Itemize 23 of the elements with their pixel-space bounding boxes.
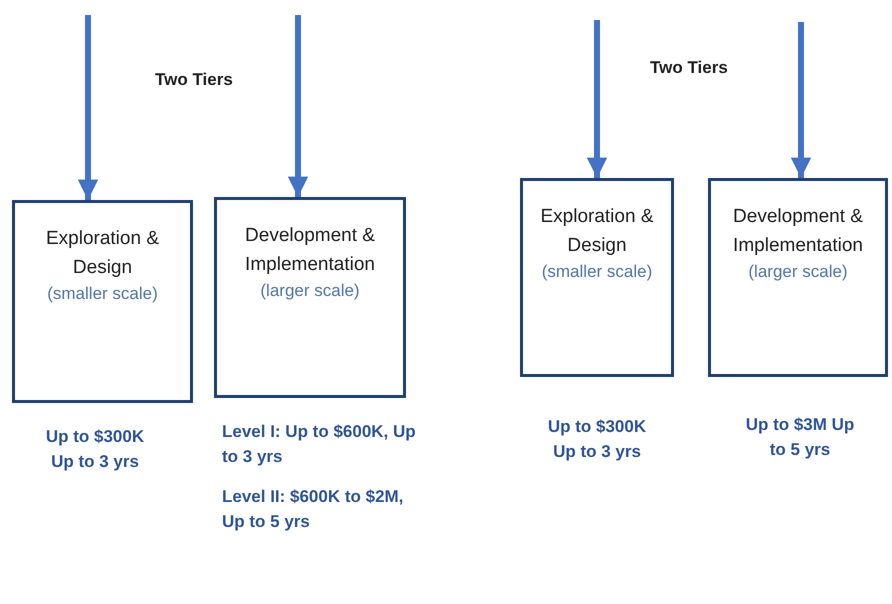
- funding-note: Up to $300K Up to 3 yrs: [44, 426, 146, 473]
- scale-note: (larger scale): [260, 281, 360, 301]
- process-box: [708, 178, 888, 377]
- process-box: [12, 200, 193, 403]
- arrow: [790, 22, 812, 178]
- funding-note: Up to $300K Up to 3 yrs: [546, 416, 648, 463]
- funding-note: Up to $3M Up to 5 yrs: [744, 414, 856, 461]
- arrow: [586, 20, 608, 178]
- funding-note: Level I: Up to $600K, Up to 3 yrs: [222, 421, 417, 468]
- scale-note: (smaller scale): [542, 262, 652, 282]
- tier-label: Two Tiers: [650, 58, 728, 78]
- scale-note: (larger scale): [748, 262, 848, 282]
- process-box: [214, 197, 406, 398]
- box-title: Exploration & Design: [539, 205, 654, 258]
- tier-label: Two Tiers: [155, 70, 233, 90]
- scale-note: (smaller scale): [47, 284, 158, 304]
- arrow: [288, 15, 308, 197]
- process-box: [520, 178, 674, 377]
- box-title: Development & Implementation: [244, 224, 376, 276]
- funding-note: Level II: $600K to $2M, Up to 5 yrs: [222, 486, 404, 533]
- box-title: Development & Implementation: [732, 205, 864, 258]
- arrow: [78, 15, 98, 200]
- box-title: Exploration & Design: [44, 227, 160, 280]
